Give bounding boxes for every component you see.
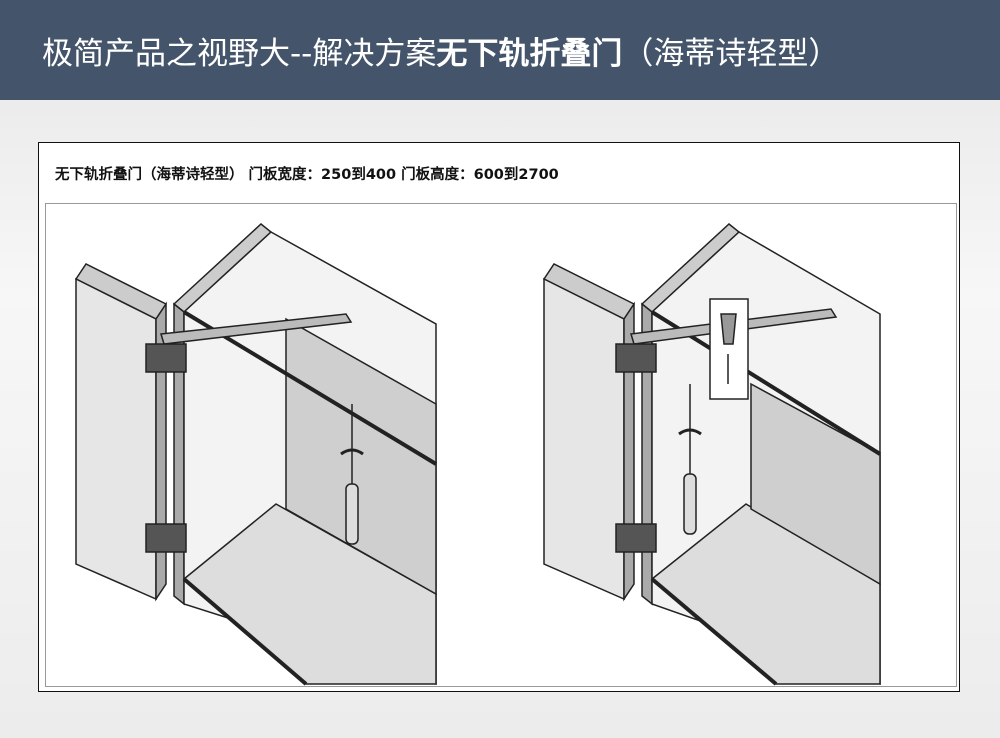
folding-door-diagram bbox=[74, 223, 882, 686]
content-frame: 无下轨折叠门（海蒂诗轻型） 门板宽度：250到400 门板高度：600到2700 bbox=[38, 142, 960, 692]
left-cabinet-drawing bbox=[74, 223, 438, 686]
slide-title: 极简产品之视野大--解决方案无下轨折叠门（海蒂诗轻型） bbox=[42, 28, 839, 73]
product-spec-text: 无下轨折叠门（海蒂诗轻型） 门板宽度：250到400 门板高度：600到2700 bbox=[55, 167, 559, 183]
title-suffix: （海蒂诗轻型） bbox=[622, 36, 840, 72]
title-bold: 无下轨折叠门 bbox=[436, 36, 623, 72]
right-cabinet-drawing bbox=[542, 223, 882, 686]
title-prefix: 极简产品之视野大--解决方案 bbox=[42, 36, 437, 72]
installation-illustration bbox=[45, 203, 957, 687]
slide-header: 极简产品之视野大--解决方案无下轨折叠门（海蒂诗轻型） bbox=[0, 0, 1000, 100]
